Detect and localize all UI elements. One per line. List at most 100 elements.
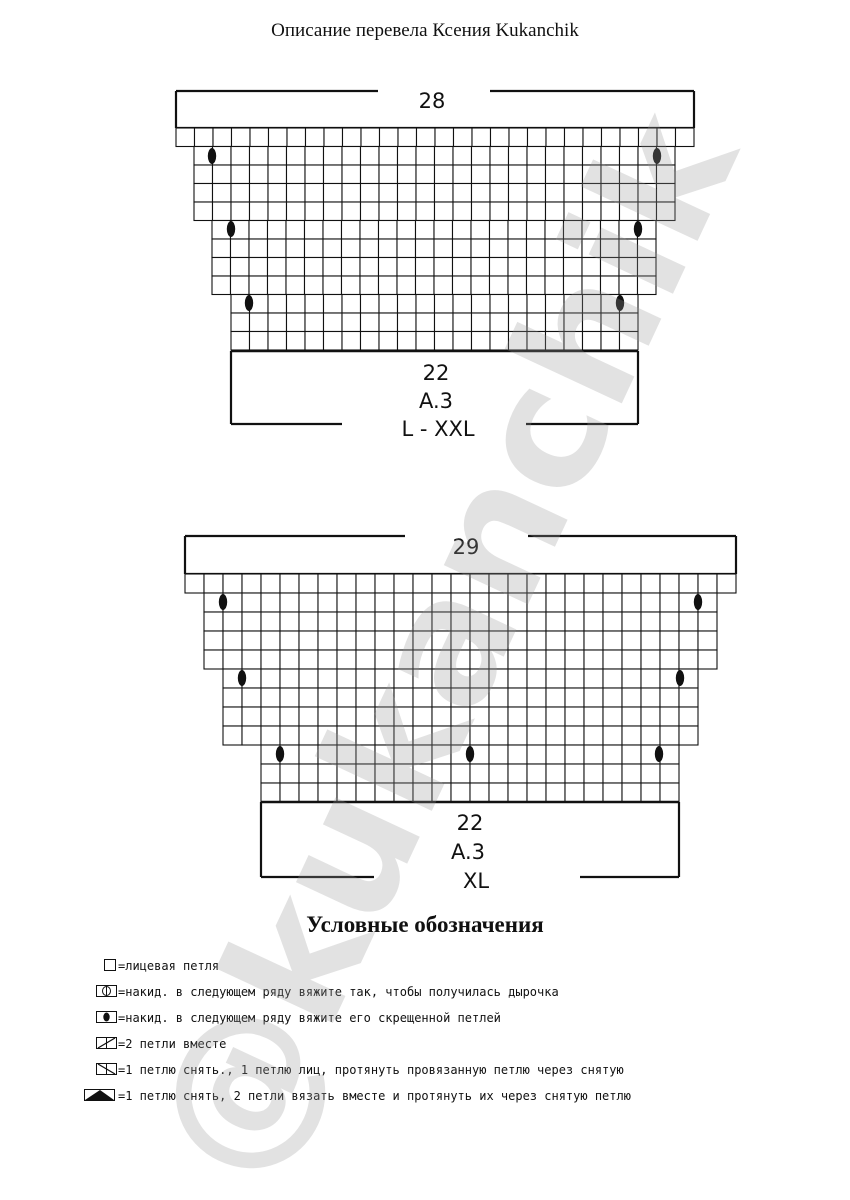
- stitch-cell: [266, 275, 287, 296]
- chart-a3-l-xxl: 28 22 A.3 L - XXL: [174, 89, 696, 441]
- stitch-cell: [298, 573, 319, 594]
- stitch-cell: [469, 630, 490, 651]
- stitch-cell: [211, 164, 232, 185]
- stitch-cell: [279, 782, 300, 803]
- stitch-cell: [469, 592, 490, 613]
- stitch-cell: [621, 782, 642, 803]
- stitch-cell: [393, 611, 414, 632]
- stitch-cell: [637, 201, 658, 222]
- stitch-cell: [640, 706, 661, 727]
- stitch-cell: [583, 592, 604, 613]
- stitch-cell: [640, 573, 661, 594]
- stitch-cell: [581, 275, 602, 296]
- stitch-cell: [431, 668, 452, 689]
- stitch-cell: [621, 668, 642, 689]
- stitch-cell: [525, 238, 546, 259]
- stitch-cell: [488, 238, 509, 259]
- stitch-cell: [433, 145, 454, 166]
- stitch-cell: [396, 219, 417, 240]
- stitch-cell: [279, 573, 300, 594]
- stitch-cell: [431, 763, 452, 784]
- stitch-cell: [412, 668, 433, 689]
- stitch-cell: [412, 649, 433, 670]
- stitch-cell: [303, 256, 324, 277]
- stitch-cell: [211, 256, 232, 277]
- stitch-cell: [488, 256, 509, 277]
- stitch-cell: [507, 782, 528, 803]
- page-header-caption: Описание перевела Ксения Kukanchik: [271, 20, 579, 41]
- yarn-over-mark: [275, 746, 285, 762]
- stitch-cell: [450, 725, 471, 746]
- stitch-cell: [303, 275, 324, 296]
- stitch-cell: [304, 127, 325, 148]
- stitch-cell: [602, 706, 623, 727]
- stitch-cell: [298, 706, 319, 727]
- stitch-cell: [618, 312, 639, 333]
- stitch-cell: [526, 592, 547, 613]
- stitch-cell: [563, 127, 584, 148]
- stitch-cell: [451, 219, 472, 240]
- legend: =лицевая петля =накид. в следующем ряду …: [84, 956, 824, 1112]
- stitch-cell: [317, 725, 338, 746]
- stitch-cell: [545, 611, 566, 632]
- stitch-cell: [229, 256, 250, 277]
- stitch-cell: [545, 706, 566, 727]
- stitch-cell: [599, 275, 620, 296]
- stitch-cell: [260, 782, 281, 803]
- stitch-cell: [175, 127, 196, 148]
- yarn-over-mark: [654, 746, 664, 762]
- stitch-cell: [279, 706, 300, 727]
- stitch-cell: [248, 145, 269, 166]
- stitch-cell: [396, 182, 417, 203]
- stitch-cell: [355, 687, 376, 708]
- chart-sizes: L - XXL: [401, 417, 474, 441]
- stitch-cell: [564, 611, 585, 632]
- stitch-cell: [374, 630, 395, 651]
- legend-item-k2tog: =2 петли вместе: [84, 1034, 824, 1060]
- stitch-cell: [488, 649, 509, 670]
- stitch-cell: [564, 668, 585, 689]
- stitch-cell: [640, 725, 661, 746]
- legend-text: =1 петлю снять, 2 петли вязать вместе и …: [118, 1089, 631, 1103]
- stitch-cell: [336, 725, 357, 746]
- stitch-cell: [507, 706, 528, 727]
- yarn-over-mark: [633, 221, 643, 237]
- stitch-cell: [697, 630, 718, 651]
- stitch-cell: [431, 592, 452, 613]
- stitch-cell: [374, 649, 395, 670]
- stitch-cell: [414, 275, 435, 296]
- stitch-cell: [563, 145, 584, 166]
- stitch-cell: [600, 330, 621, 351]
- stitch-cell: [489, 164, 510, 185]
- stitch-cell: [470, 275, 491, 296]
- stitch-cell: [450, 649, 471, 670]
- stitch-cell: [266, 219, 287, 240]
- stitch-cell: [222, 725, 243, 746]
- chart-sizes: XL: [463, 869, 489, 893]
- stitch-cell: [248, 238, 269, 259]
- yarn-over-mark: [218, 594, 228, 610]
- stitch-cell: [621, 649, 642, 670]
- stitch-cell: [414, 238, 435, 259]
- stitch-cell: [359, 201, 380, 222]
- stitch-cell: [212, 127, 233, 148]
- k2tog-icon: [96, 1037, 117, 1049]
- stitch-cell: [526, 744, 547, 765]
- stitch-cell: [507, 275, 528, 296]
- stitch-cell: [431, 611, 452, 632]
- stitch-cell: [583, 649, 604, 670]
- stitch-cell: [249, 127, 270, 148]
- stitch-cell: [602, 782, 623, 803]
- stitch-cell: [678, 687, 699, 708]
- stitch-cell: [248, 330, 269, 351]
- stitch-cell: [374, 706, 395, 727]
- stitch-cell: [336, 592, 357, 613]
- stitch-cell: [304, 201, 325, 222]
- stitch-cell: [415, 293, 436, 314]
- stitch-cell: [433, 201, 454, 222]
- stitch-cell: [415, 201, 436, 222]
- stitch-cell: [544, 256, 565, 277]
- stitch-cell: [545, 573, 566, 594]
- stitch-cell: [412, 763, 433, 784]
- stitch-cell: [678, 725, 699, 746]
